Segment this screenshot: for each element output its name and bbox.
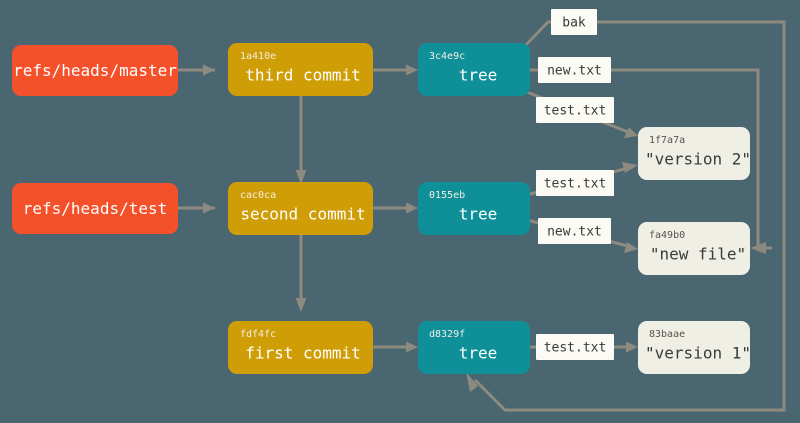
edge-label-test-txt-bottom: test.txt (536, 334, 614, 360)
edge-first-commit-to-tree (373, 341, 418, 353)
node-blob-newfile[interactable]: fa49b0 "new file" (638, 222, 750, 275)
edge-label-test-txt-mid: test.txt (536, 170, 614, 196)
node-tree-first-hash: d8329f (429, 329, 465, 340)
edge-label-test-txt-top-text: test.txt (544, 104, 607, 119)
edge-label-bak: bak (551, 9, 597, 35)
node-blob-version1-label: "version 1" (645, 344, 751, 363)
edge-label-bak-text: bak (562, 16, 586, 31)
node-tree-second-hash: 0155eb (429, 190, 465, 201)
edge-second-commit-to-tree (373, 202, 418, 214)
node-tree-third-label: tree (459, 66, 498, 85)
edge-tree-third-bak-to-tree-first (466, 20, 786, 412)
edge-ref-test-to-second-commit (178, 202, 215, 214)
node-commit-third-label: third commit (245, 66, 361, 85)
node-blob-version2-hash: 1f7a7a (649, 135, 685, 146)
node-tree-third[interactable]: 3c4e9c tree (418, 43, 530, 96)
edge-tree-third-newtxt-to-blob-newfile (530, 68, 772, 254)
node-ref-test-label: refs/heads/test (23, 199, 168, 218)
node-blob-version1-hash: 83baae (649, 329, 685, 340)
node-commit-second-label: second commit (240, 205, 365, 224)
node-ref-test[interactable]: refs/heads/test (12, 183, 178, 234)
node-commit-first-label: first commit (245, 344, 361, 363)
node-commit-second-hash: cac0ca (240, 190, 276, 201)
edge-label-test-txt-top: test.txt (536, 97, 614, 123)
edge-label-new-txt-top-text: new.txt (547, 64, 602, 79)
node-ref-master-label: refs/heads/master (13, 61, 177, 80)
node-tree-first[interactable]: d8329f tree (418, 321, 530, 374)
edge-ref-master-to-third-commit (178, 64, 215, 76)
node-commit-second[interactable]: cac0ca second commit (228, 182, 373, 235)
node-blob-version2[interactable]: 1f7a7a "version 2" (638, 127, 751, 180)
node-blob-newfile-label: "new file" (650, 245, 746, 264)
edge-label-test-txt-mid-text: test.txt (544, 177, 607, 192)
edge-label-test-txt-bottom-text: test.txt (544, 341, 607, 356)
node-blob-version2-label: "version 2" (645, 150, 751, 169)
node-tree-first-label: tree (459, 344, 498, 363)
node-tree-third-hash: 3c4e9c (429, 51, 465, 62)
node-tree-second[interactable]: 0155eb tree (418, 182, 530, 235)
node-commit-first[interactable]: fdf4fc first commit (228, 321, 373, 374)
edge-third-commit-to-second-commit (295, 96, 307, 184)
edge-label-new-txt-mid-text: new.txt (547, 225, 602, 240)
edge-second-commit-to-first-commit (295, 234, 307, 312)
node-commit-first-hash: fdf4fc (240, 329, 276, 340)
node-blob-newfile-hash: fa49b0 (649, 230, 685, 241)
edge-label-new-txt-mid: new.txt (538, 218, 611, 244)
node-blob-version1[interactable]: 83baae "version 1" (638, 321, 751, 374)
edge-label-new-txt-top: new.txt (538, 57, 611, 83)
node-commit-third-hash: 1a410e (240, 51, 276, 62)
edge-third-commit-to-tree (373, 64, 418, 76)
node-commit-third[interactable]: 1a410e third commit (228, 43, 373, 96)
node-tree-second-label: tree (459, 205, 498, 224)
node-ref-master[interactable]: refs/heads/master (12, 45, 178, 96)
